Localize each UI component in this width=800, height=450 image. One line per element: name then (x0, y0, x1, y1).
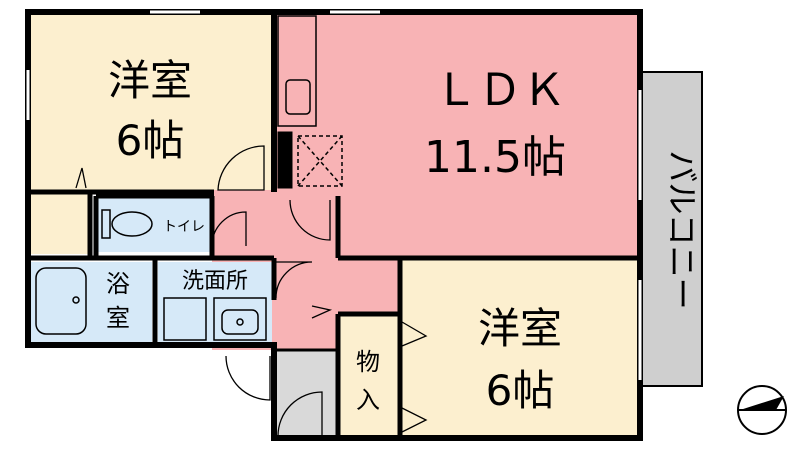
ldk-name: ＬＤＫ (434, 65, 566, 116)
storage-label-line1: 物 (356, 348, 380, 376)
hall-corridor-floor (338, 258, 400, 314)
door-entrance (225, 355, 271, 401)
balcony-rail (640, 71, 703, 387)
toilet-label: トイレ (163, 219, 205, 235)
western-room-top-left-floor (28, 12, 274, 190)
door-ldk (289, 199, 331, 241)
door-closet (75, 167, 87, 189)
door-storage-2 (401, 407, 428, 433)
door-entrance-storage (277, 391, 323, 437)
bathroom-label-line1: 浴 (106, 270, 130, 298)
western-room-bottom-right-floor (400, 258, 640, 436)
doors (75, 145, 428, 437)
sink-icon (213, 297, 267, 341)
wall-column (277, 131, 293, 189)
toilet-icon (101, 209, 153, 239)
door-western-room-top-left (217, 145, 265, 191)
toilet-floor (98, 196, 212, 252)
labels: 洋室 6帖 ＬＤＫ 11.5帖 洋室 6帖 トイレ 浴 室 洗面所 物 入 バル… (106, 56, 701, 415)
western-room-top-left-size: 6帖 (116, 116, 185, 165)
balcony-label: バルコニー (663, 150, 701, 309)
storage-label-line2: 入 (356, 386, 380, 414)
bathroom-floor (28, 262, 152, 342)
bathtub-icon (35, 267, 87, 335)
washroom-label: 洗面所 (182, 269, 248, 294)
closet-floor (28, 190, 88, 254)
washing-machine-pan-icon (163, 297, 207, 341)
western-room-bottom-right-size: 6帖 (486, 366, 555, 415)
fridge-space (297, 135, 343, 187)
door-storage-1 (401, 321, 428, 347)
entrance-floor (274, 350, 338, 436)
compass-north-arrow-icon (737, 385, 787, 435)
door-washroom (275, 261, 313, 299)
fixtures (35, 15, 343, 341)
ldk-size: 11.5帖 (424, 132, 566, 183)
door-corridor (311, 305, 333, 319)
walls (25, 9, 703, 441)
kitchen-counter (277, 15, 317, 127)
western-room-top-left-name: 洋室 (108, 56, 192, 105)
bathroom-label-line2: 室 (106, 304, 130, 332)
balcony-floor (640, 72, 702, 386)
washroom-floor (158, 262, 272, 342)
western-room-bottom-right-name: 洋室 (478, 304, 562, 353)
storage-floor (338, 314, 400, 436)
kitchen-sink-icon (285, 79, 311, 115)
